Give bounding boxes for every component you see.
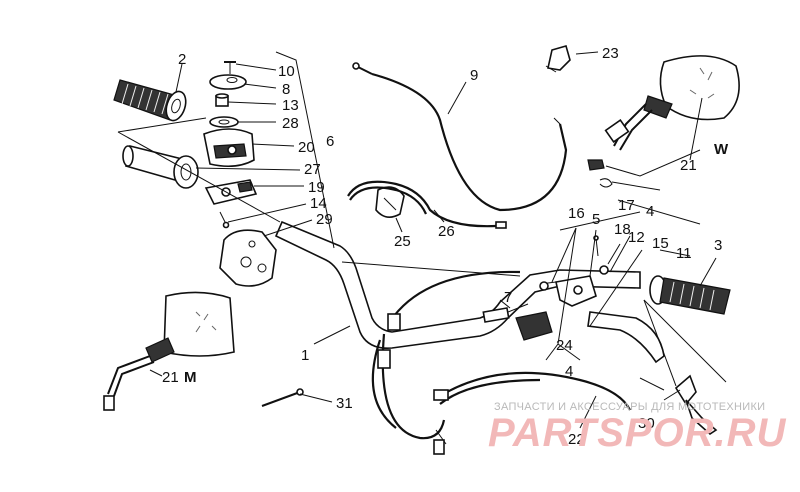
label-part-16: 16 — [568, 205, 585, 222]
right-grip — [649, 275, 731, 315]
kill-switch — [375, 186, 405, 218]
watermark-tagline: ЗАПЧАСТИ И АКСЕССУАРЫ ДЛЯ МОТОТЕХНИКИ — [494, 401, 765, 413]
variant-mark-w: W — [714, 141, 729, 158]
label-part-8: 8 — [282, 81, 290, 98]
throttle-cable — [352, 62, 568, 212]
label-part-4-lower: 4 — [565, 363, 573, 380]
label-part-18: 18 — [614, 221, 631, 238]
screw-14 — [219, 211, 230, 229]
callout-labels: 1 2 3 4 4 5 6 7 8 9 10 11 12 13 14 15 16… — [162, 45, 729, 448]
label-part-2: 2 — [178, 51, 186, 68]
label-part-13: 13 — [282, 97, 299, 114]
throttle-housing-lower — [204, 179, 258, 205]
leader-lines — [117, 51, 727, 429]
label-part-21-left: 21 — [162, 369, 179, 386]
label-part-3: 3 — [714, 237, 722, 254]
label-part-29: 29 — [316, 211, 333, 228]
right-mirror — [587, 55, 740, 188]
throttle-tube — [122, 145, 199, 189]
label-part-10: 10 — [278, 63, 295, 80]
label-part-23: 23 — [602, 45, 619, 62]
left-grip — [113, 79, 187, 122]
label-part-22: 22 — [568, 431, 585, 448]
variant-mark-m: M — [184, 369, 197, 386]
label-part-27: 27 — [304, 161, 321, 178]
label-part-28: 28 — [282, 115, 299, 132]
label-part-9: 9 — [470, 67, 478, 84]
switch-block — [219, 229, 277, 287]
washer-28 — [209, 116, 239, 128]
watermark-brand: PARTSPOR.RU — [488, 411, 787, 455]
cable-adjuster-7 — [482, 303, 529, 323]
clutch-cable — [371, 270, 521, 440]
label-part-24: 24 — [556, 337, 573, 354]
label-part-6: 6 — [326, 133, 334, 150]
label-part-15: 15 — [652, 235, 669, 252]
label-part-11: 11 — [676, 245, 692, 262]
bracket-23 — [545, 45, 571, 73]
label-part-21-right: 21 — [680, 157, 697, 174]
watermark: ЗАПЧАСТИ И АКСЕССУАРЫ ДЛЯ МОТОТЕХНИКИ PA… — [488, 401, 787, 455]
label-part-17: 17 — [618, 197, 635, 214]
adjuster-cap — [209, 74, 247, 90]
brake-master-body — [515, 275, 597, 341]
label-part-31: 31 — [336, 395, 353, 412]
label-part-4-upper: 4 — [646, 203, 654, 220]
fastener-12 — [599, 265, 609, 275]
label-part-1: 1 — [301, 347, 309, 364]
bushing-13 — [215, 93, 229, 107]
cable-tie-31 — [261, 388, 304, 407]
label-part-12: 12 — [628, 229, 645, 246]
label-part-26: 26 — [438, 223, 455, 240]
screw-10 — [224, 61, 236, 74]
wiring-harness — [347, 180, 507, 229]
throttle-housing-upper — [203, 128, 255, 168]
label-part-14: 14 — [310, 195, 327, 212]
label-part-7: 7 — [504, 289, 512, 306]
lever-30 — [674, 374, 718, 436]
brake-cable — [433, 371, 631, 455]
label-part-25: 25 — [394, 233, 411, 250]
left-mirror — [103, 291, 235, 411]
label-part-19: 19 — [308, 179, 325, 196]
front-brake-lever — [587, 311, 665, 364]
label-part-20: 20 — [298, 139, 315, 156]
label-part-5: 5 — [592, 211, 600, 228]
label-part-30: 30 — [638, 415, 655, 432]
